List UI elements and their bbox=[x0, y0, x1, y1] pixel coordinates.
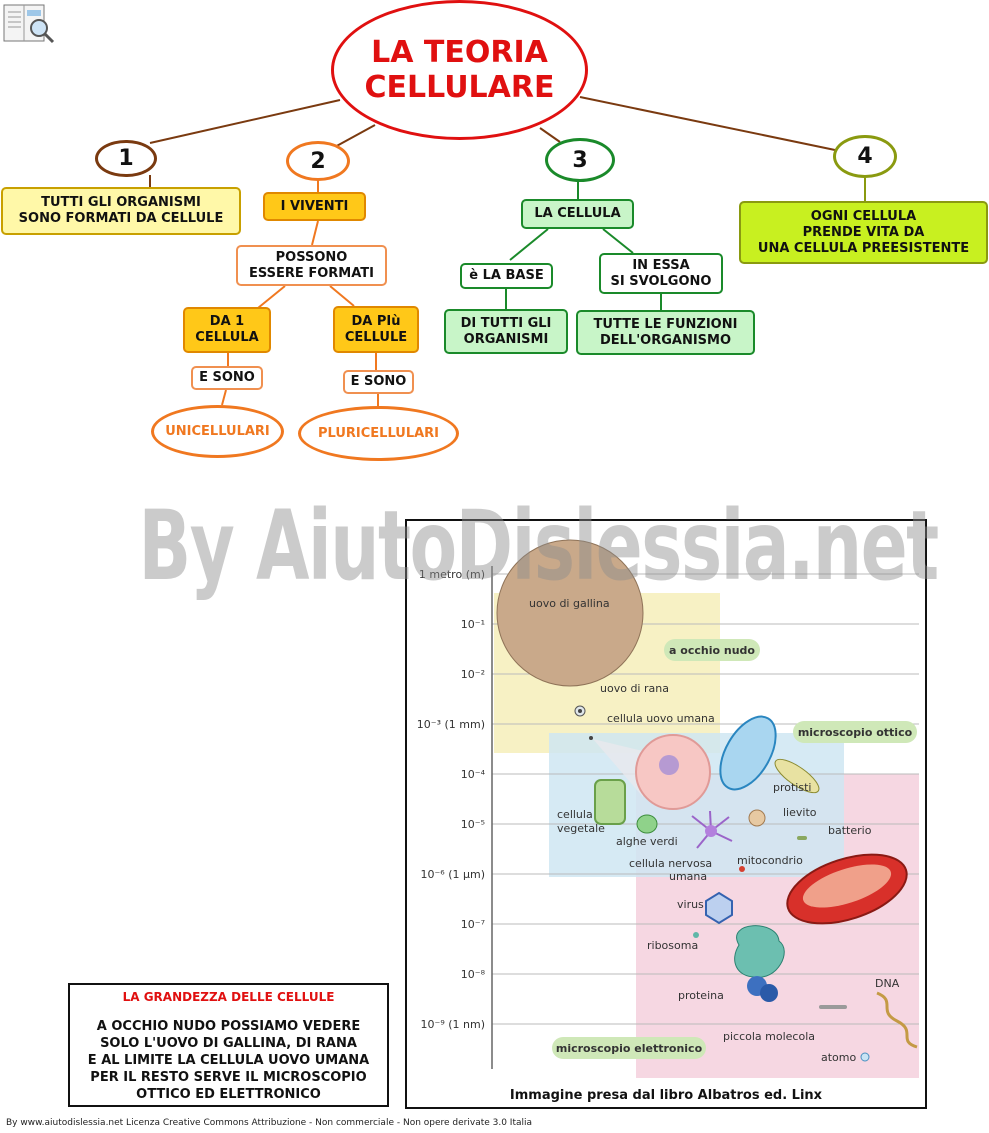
info-line-3: E AL LIMITE LA CELLULA UOVO UMANA bbox=[87, 1053, 370, 1068]
label-piccola-molecola: piccola molecola bbox=[723, 1030, 815, 1043]
ribosome-shape bbox=[734, 925, 785, 978]
label-cellula-vegetale-2: vegetale bbox=[557, 822, 605, 835]
naked-eye-pill bbox=[664, 639, 760, 661]
di-tutti-line-1: DI TUTTI GLI bbox=[460, 315, 552, 331]
info-line-1: A OCCHIO NUDO POSSIAMO VEDERE bbox=[96, 1019, 361, 1034]
pluricellulari-oval: PLURICELLULARI bbox=[298, 406, 459, 461]
branch-4-line-1: OGNI CELLULA bbox=[810, 208, 917, 224]
tutte-le-funzioni-box: TUTTE LE FUNZIONI DELL'ORGANISMO bbox=[576, 310, 755, 355]
branch-4-box: OGNI CELLULA PRENDE VITA DA UNA CELLULA … bbox=[739, 201, 988, 264]
label-proteina: proteina bbox=[678, 989, 724, 1002]
label-batterio: batterio bbox=[828, 824, 872, 837]
label-mitocondrio: mitocondrio bbox=[737, 854, 803, 867]
da-piu-cellule-box: DA PIù CELLULE bbox=[333, 306, 419, 353]
possono-line-2: ESSERE FORMATI bbox=[249, 265, 374, 281]
branch-1-line-2: SONO FORMATI DA CELLULE bbox=[18, 211, 224, 226]
label-dna: DNA bbox=[875, 977, 900, 990]
cell-size-figure: 1 metro (m) 10⁻¹ 10⁻² 10⁻³ (1 mm) 10⁻⁴ 1… bbox=[405, 519, 927, 1109]
naked-eye-pill-label: a occhio nudo bbox=[669, 644, 755, 657]
branch-1-number: 1 bbox=[95, 140, 157, 177]
figure-caption: Immagine presa dal libro Albatros ed. Li… bbox=[510, 1088, 823, 1103]
info-line-4: PER IL RESTO SERVE IL MICROSCOPIO bbox=[90, 1070, 367, 1085]
title-line-2: CELLULARE bbox=[364, 70, 555, 105]
label-uovo-rana: uovo di rana bbox=[600, 682, 669, 695]
label-atomo: atomo bbox=[821, 1051, 856, 1064]
electron-microscope-pill-label: microscopio elettronico bbox=[556, 1042, 703, 1055]
e-sono-right-box: E SONO bbox=[343, 370, 414, 394]
plant-cell-shape bbox=[594, 779, 626, 825]
e-la-base-box: è LA BASE bbox=[460, 263, 553, 289]
tick-label-1e-1: 10⁻¹ bbox=[461, 618, 485, 631]
e-sono-left-box: E SONO bbox=[191, 366, 263, 390]
optical-microscope-pill-label: microscopio ottico bbox=[798, 726, 913, 739]
main-title: LA TEORIA CELLULARE bbox=[331, 0, 588, 140]
branch-4-line-2: PRENDE VITA DA bbox=[802, 224, 925, 240]
di-tutti-line-2: ORGANISMI bbox=[463, 331, 549, 347]
possono-line-1: POSSONO bbox=[275, 249, 348, 265]
label-virus: virus bbox=[677, 898, 704, 911]
da-1-line-1: DA 1 bbox=[209, 314, 245, 329]
title-line-1: LA TEORIA bbox=[371, 35, 548, 70]
green-algae-shape bbox=[636, 814, 658, 834]
label-alghe-verdi: alghe verdi bbox=[616, 835, 678, 848]
label-cellula-vegetale-1: cellula bbox=[557, 808, 593, 821]
tutte-funzioni-line-1: TUTTE LE FUNZIONI bbox=[593, 316, 738, 332]
tick-label-1e-4: 10⁻⁴ bbox=[461, 768, 486, 781]
branch-3-number: 3 bbox=[545, 138, 615, 182]
di-tutti-organismi-box: DI TUTTI GLI ORGANISMI bbox=[444, 309, 568, 354]
i-viventi-box: I VIVENTI bbox=[263, 192, 366, 221]
info-heading: LA GRANDEZZA DELLE CELLULE bbox=[122, 990, 335, 1004]
da-piu-line-2: CELLULE bbox=[344, 329, 408, 345]
da-piu-line-1: DA PIù bbox=[351, 313, 401, 329]
label-nervosa-2: umana bbox=[669, 870, 707, 883]
protist-shape bbox=[719, 715, 777, 791]
branch-1-line-1: TUTTI GLI ORGANISMI bbox=[41, 195, 201, 210]
tick-label-1e-5: 10⁻⁵ bbox=[461, 818, 485, 831]
license-footer: By www.aiutodislessia.net Licenza Creati… bbox=[6, 1118, 533, 1128]
tutte-funzioni-line-2: DELL'ORGANISMO bbox=[599, 332, 732, 348]
tick-label-1m: 1 metro (m) bbox=[419, 568, 485, 581]
in-essa-line-2: SI SVOLGONO bbox=[610, 273, 712, 289]
cell-size-info-box: LA GRANDEZZA DELLE CELLULE A OCCHIO NUDO… bbox=[68, 983, 389, 1107]
label-cellula-uovo-umana: cellula uovo umana bbox=[607, 712, 715, 725]
in-essa-line-1: IN ESSA bbox=[632, 257, 690, 273]
unicellulari-oval: UNICELLULARI bbox=[151, 405, 284, 458]
hen-egg-shape bbox=[496, 539, 644, 687]
yeast-shape bbox=[748, 809, 766, 827]
bacterium-shape bbox=[797, 836, 807, 840]
branch-2-number: 2 bbox=[286, 141, 350, 181]
atom-shape bbox=[860, 1052, 870, 1062]
da-1-cellula-box: DA 1 CELLULA bbox=[183, 307, 271, 353]
tick-label-1e-2: 10⁻² bbox=[461, 668, 485, 681]
concept-map-connectors bbox=[149, 96, 866, 406]
tick-label-1mm: 10⁻³ (1 mm) bbox=[417, 718, 485, 731]
info-line-5: OTTICO ED ELETTRONICO bbox=[136, 1087, 321, 1102]
tick-label-1e-7: 10⁻⁷ bbox=[461, 918, 485, 931]
label-nervosa-1: cellula nervosa bbox=[629, 857, 712, 870]
branch-4-number: 4 bbox=[833, 135, 897, 178]
label-lievito: lievito bbox=[783, 806, 817, 819]
tick-label-1um: 10⁻⁶ (1 µm) bbox=[420, 868, 485, 881]
in-essa-box: IN ESSA SI SVOLGONO bbox=[599, 253, 723, 294]
virus-shape bbox=[705, 891, 733, 925]
label-ribosoma: ribosoma bbox=[647, 939, 698, 952]
label-protisti: protisti bbox=[773, 781, 811, 794]
info-line-2: SOLO L'UOVO DI GALLINA, DI RANA bbox=[100, 1036, 357, 1051]
branch-4-line-3: UNA CELLULA PREESISTENTE bbox=[757, 240, 970, 256]
book-logo-icon bbox=[3, 2, 55, 44]
dna-shape bbox=[876, 991, 918, 1049]
da-1-line-2: CELLULA bbox=[195, 330, 259, 345]
possono-box: POSSONO ESSERE FORMATI bbox=[236, 245, 387, 286]
electron-microscope-pill bbox=[552, 1037, 706, 1059]
la-cellula-box: LA CELLULA bbox=[521, 199, 634, 229]
tick-label-1nm: 10⁻⁹ (1 nm) bbox=[421, 1018, 485, 1031]
tick-label-1e-8: 10⁻⁸ bbox=[461, 968, 486, 981]
optical-microscope-pill bbox=[793, 721, 917, 743]
protein-shape bbox=[747, 976, 778, 1002]
branch-1-box: TUTTI GLI ORGANISMI SONO FORMATI DA CELL… bbox=[1, 187, 241, 235]
label-uovo-gallina: uovo di gallina bbox=[529, 597, 610, 610]
